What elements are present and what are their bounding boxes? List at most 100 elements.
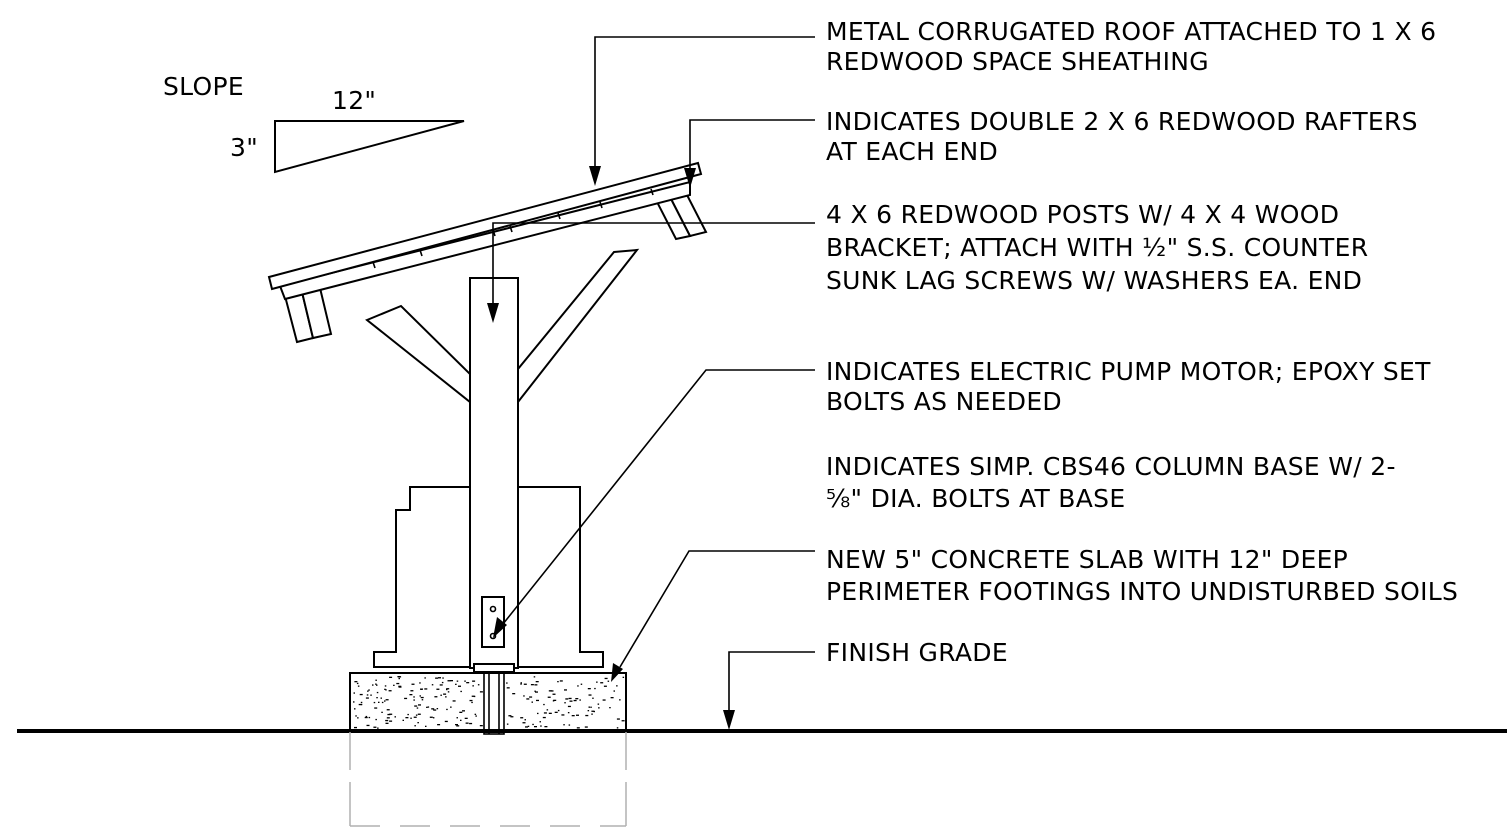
concrete-speck <box>405 717 409 719</box>
concrete-speck <box>591 710 595 712</box>
concrete-speck <box>591 713 593 715</box>
concrete-speck <box>387 713 391 716</box>
concrete-speck <box>479 691 483 693</box>
concrete-speck <box>590 706 592 708</box>
concrete-speck <box>386 709 390 711</box>
concrete-speck <box>568 697 572 700</box>
concrete-speck <box>548 690 552 692</box>
callout-notes: METAL CORRUGATED ROOF ATTACHED TO 1 X 6 … <box>826 17 1458 667</box>
concrete-speck <box>438 677 441 679</box>
concrete-speck <box>419 695 421 697</box>
concrete-speck <box>368 689 370 691</box>
concrete-speck <box>456 680 459 682</box>
concrete-speck <box>375 718 377 721</box>
concrete-speck <box>455 683 457 685</box>
concrete-speck <box>358 703 362 706</box>
concrete-speck <box>381 711 383 713</box>
concrete-speck <box>356 682 359 685</box>
concrete-speck <box>375 679 377 681</box>
concrete-speck <box>418 704 421 706</box>
concrete-speck <box>564 689 567 691</box>
concrete-speck <box>443 693 447 695</box>
concrete-speck <box>526 698 530 700</box>
concrete-speck <box>557 709 560 712</box>
concrete-speck <box>354 681 358 683</box>
concrete-speck <box>420 696 424 699</box>
concrete-speck <box>567 705 571 708</box>
concrete-speck <box>597 703 600 705</box>
concrete-speck <box>523 695 525 697</box>
concrete-speck <box>440 694 442 696</box>
concrete-speck <box>596 681 598 683</box>
concrete-speck <box>389 713 393 715</box>
concrete-speck <box>414 705 418 707</box>
slope-rise-label: 3" <box>230 133 258 162</box>
concrete-speck <box>458 685 461 687</box>
concrete-speck <box>398 685 402 687</box>
concrete-speck <box>381 701 384 704</box>
concrete-speck <box>376 691 379 694</box>
concrete-speck <box>559 680 563 682</box>
concrete-speck <box>554 711 558 713</box>
concrete-speck <box>603 685 607 687</box>
concrete-speck <box>378 701 380 703</box>
concrete-speck <box>522 722 526 724</box>
concrete-speck <box>419 682 421 684</box>
concrete-speck <box>520 717 524 719</box>
concrete-speck <box>564 702 566 704</box>
concrete-speck <box>433 709 437 711</box>
concrete-speck <box>444 720 448 723</box>
concrete-speck <box>471 701 473 704</box>
roof-sheathing <box>267 161 703 291</box>
concrete-speck <box>533 676 536 678</box>
concrete-speck <box>441 681 444 684</box>
concrete-speck <box>410 717 412 719</box>
concrete-speck <box>550 690 554 692</box>
concrete-speck <box>380 697 382 699</box>
concrete-speck <box>584 726 588 728</box>
concrete-speck <box>535 681 539 683</box>
concrete-speck <box>370 694 372 696</box>
concrete-speck <box>389 720 393 722</box>
concrete-speck <box>580 683 583 685</box>
concrete-speck <box>425 725 427 727</box>
concrete-speck <box>398 676 402 678</box>
note-slab: NEW 5" CONCRETE SLAB WITH 12" DEEP PERIM… <box>826 545 1458 606</box>
concrete-speck <box>475 715 477 717</box>
concrete-speck <box>398 677 400 680</box>
svg-text:4 X 6 REDWOOD POSTS W/ 4 X 4 W: 4 X 6 REDWOOD POSTS W/ 4 X 4 WOOD <box>826 200 1339 229</box>
concrete-speck <box>585 714 589 717</box>
concrete-speck <box>415 714 418 716</box>
concrete-speck <box>512 693 516 695</box>
concrete-speck <box>557 681 559 683</box>
pump-motor-housing <box>373 486 604 668</box>
concrete-speck <box>588 706 590 708</box>
concrete-speck <box>592 697 594 699</box>
concrete-speck <box>472 680 476 682</box>
concrete-speck <box>394 716 396 718</box>
concrete-speck <box>464 717 468 719</box>
svg-text:INDICATES ELECTRIC PUMP MOTOR;: INDICATES ELECTRIC PUMP MOTOR; EPOXY SET <box>826 357 1431 386</box>
concrete-hatch <box>353 676 625 729</box>
concrete-speck <box>417 713 421 715</box>
concrete-speck <box>539 721 541 723</box>
concrete-speck <box>469 699 473 702</box>
concrete-speck <box>520 683 522 685</box>
concrete-speck <box>407 713 409 716</box>
concrete-speck <box>561 714 565 716</box>
concrete-speck <box>435 677 439 679</box>
concrete-speck <box>374 707 378 709</box>
concrete-speck <box>536 699 539 702</box>
concrete-speck <box>577 685 579 687</box>
concrete-speck <box>442 677 444 679</box>
concrete-speck <box>474 713 477 715</box>
concrete-speck <box>385 699 389 701</box>
concrete-speck <box>365 697 369 699</box>
concrete-speck <box>506 682 508 684</box>
concrete-speck <box>396 682 400 685</box>
concrete-speck <box>450 680 453 682</box>
concrete-speck <box>575 698 579 700</box>
concrete-speck <box>404 697 408 700</box>
concrete-speck <box>436 708 439 710</box>
svg-text:⅝" DIA. BOLTS AT BASE: ⅝" DIA. BOLTS AT BASE <box>826 484 1125 513</box>
